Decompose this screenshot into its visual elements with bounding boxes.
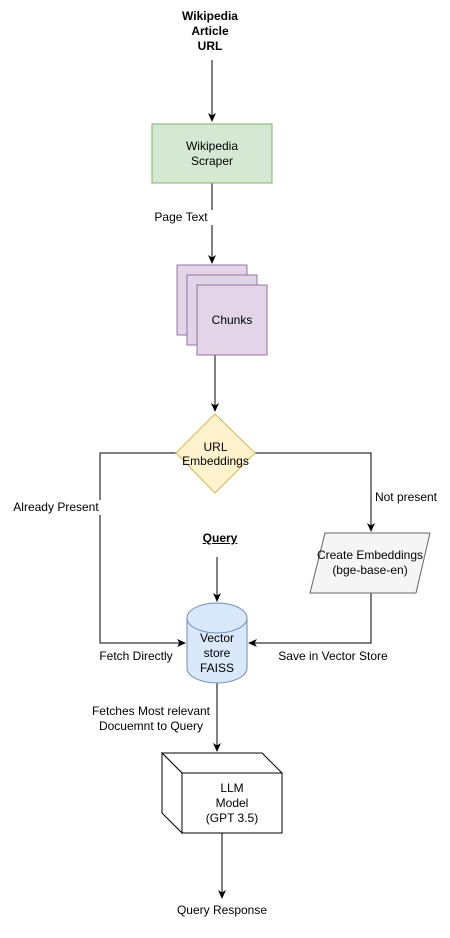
source-label: Wikipedia Article URL bbox=[162, 9, 258, 54]
edge-label-save-in-store: Save in Vector Store bbox=[278, 649, 388, 663]
create-embeddings-shape bbox=[309, 532, 431, 594]
chunks-label: Chunks bbox=[197, 285, 267, 355]
create-embeddings-line-2: (bge-base-en) bbox=[332, 563, 408, 577]
edge-label-fetches-relevant: Fetches Most relevant Docuemnt to Query bbox=[86, 704, 216, 734]
create-embeddings-line-1: Create Embeddings bbox=[316, 548, 424, 562]
vector-store-line-3: FAISS bbox=[199, 660, 234, 675]
decision-diamond bbox=[175, 413, 256, 494]
source-label-line-1: Wikipedia bbox=[182, 9, 238, 23]
edge-decision-not-present bbox=[255, 452, 375, 532]
edge-label-page-text: Page Text bbox=[148, 210, 214, 225]
scraper-label-line-1: Wikipedia bbox=[185, 138, 239, 153]
vector-store-label: Vector store FAISS bbox=[187, 627, 247, 679]
edge-label-fetch-directly: Fetch Directly bbox=[99, 649, 173, 663]
scraper-label-line-2: Scraper bbox=[190, 153, 234, 168]
source-label-line-3: URL bbox=[197, 39, 223, 53]
edge-create-to-store bbox=[248, 593, 372, 647]
llm-label-line-3: (GPT 3.5) bbox=[205, 810, 259, 825]
source-label-line-2: Article bbox=[191, 24, 229, 38]
edge-label-fetches-line-2: Docuemnt to Query bbox=[98, 719, 204, 733]
decision-label: URL Embeddings bbox=[176, 414, 255, 493]
scraper-box bbox=[151, 123, 273, 184]
vector-store-line-1: Vector bbox=[199, 630, 235, 645]
llm-label: LLM Model (GPT 3.5) bbox=[182, 773, 282, 833]
response-label: Query Response bbox=[176, 903, 268, 917]
scraper-label: Wikipedia Scraper bbox=[152, 124, 272, 183]
vector-store-line-2: store bbox=[203, 645, 231, 660]
edge-label-not-present: Not present bbox=[372, 490, 440, 505]
create-embeddings-label: Create Embeddings (bge-base-en) bbox=[310, 533, 430, 593]
decision-label-line-2: Embeddings bbox=[182, 453, 249, 468]
llm-label-line-1: LLM bbox=[220, 780, 244, 795]
edge-decision-already-present bbox=[99, 452, 186, 647]
chunks-sheet-front bbox=[196, 284, 268, 356]
llm-label-line-2: Model bbox=[215, 795, 249, 810]
decision-label-line-1: URL bbox=[203, 439, 228, 454]
llm-cube bbox=[160, 751, 284, 835]
chunks-label-text: Chunks bbox=[211, 312, 253, 327]
edge-label-fetches-line-1: Fetches Most relevant bbox=[91, 704, 211, 718]
query-label: Query bbox=[202, 531, 238, 545]
edge-label-already-present: Already Present bbox=[8, 500, 104, 515]
vector-store-cylinder bbox=[186, 602, 248, 684]
